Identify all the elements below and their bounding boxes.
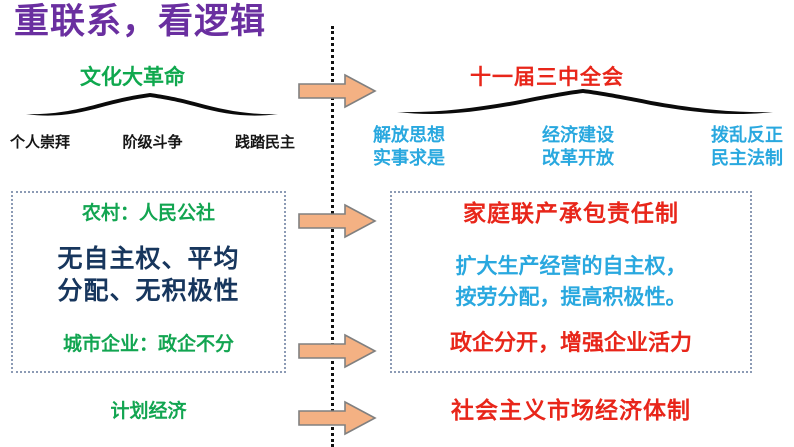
left-box-line-2: 无自主权、平均 分配、无积极性: [57, 244, 240, 305]
right-content-box: [390, 191, 752, 373]
arrow-row-2-icon: [298, 203, 377, 239]
right-column-heading: 十一届三中全会: [470, 64, 624, 89]
page-title: 重联系，看逻辑: [14, 1, 267, 42]
bottom-right-label: 社会主义市场经济体制: [451, 397, 691, 424]
left-box-line-1: 农村：人民公社: [81, 202, 215, 224]
right-box-line-2: 扩大生产经营的自主权， 按劳分配，提高积极性。: [455, 253, 687, 309]
left-box-line-3: 城市企业：政企不分: [62, 333, 234, 355]
bottom-left-label: 计划经济: [110, 400, 187, 422]
right-sub-item-3: 拨乱反正 民主法制: [711, 125, 783, 169]
left-sub-item-1: 个人崇拜: [10, 133, 71, 151]
right-sub-item-row: 解放思想 实事求是 经济建设 改革开放 拨乱反正 民主法制: [373, 124, 783, 170]
arrow-row-1-icon: [298, 73, 377, 109]
right-box-line-1: 家庭联产承包责任制: [463, 200, 679, 227]
left-sub-item-3: 践踏民主: [234, 133, 295, 151]
arrow-row-3-icon: [298, 333, 377, 369]
right-box-line-3: 政企分开，增强企业活力: [449, 330, 692, 356]
right-sub-item-2: 经济建设 改革开放: [542, 125, 614, 169]
right-wavy-brace-icon: [397, 89, 773, 115]
center-dotted-divider: [331, 26, 334, 447]
arrow-row-4-icon: [298, 400, 377, 436]
left-column-heading: 文化大革命: [80, 64, 185, 89]
left-content-box: [11, 191, 286, 373]
left-sub-item-row: 个人崇拜 阶级斗争 践踏民主: [10, 131, 295, 153]
left-sub-item-2: 阶级斗争: [122, 133, 183, 151]
right-sub-item-1: 解放思想 实事求是: [373, 125, 445, 169]
left-wavy-brace-icon: [26, 93, 278, 116]
